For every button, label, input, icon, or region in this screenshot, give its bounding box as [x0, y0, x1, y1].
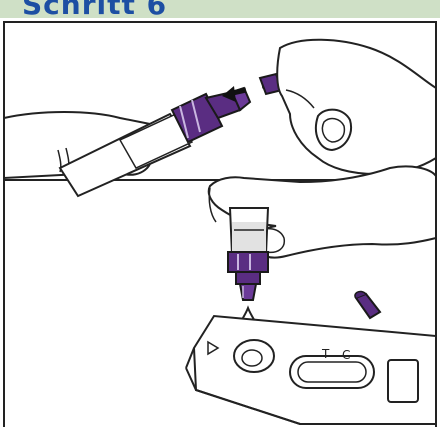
test-line-label: T: [321, 347, 330, 361]
control-line-label: C: [342, 348, 350, 362]
step-title: Schritt 6: [22, 0, 167, 18]
inverted-tube-icon: [230, 208, 268, 259]
step-header: Schritt 6: [0, 0, 440, 18]
illustration-svg: T C: [0, 18, 440, 427]
instruction-illustration: T C: [0, 18, 440, 427]
